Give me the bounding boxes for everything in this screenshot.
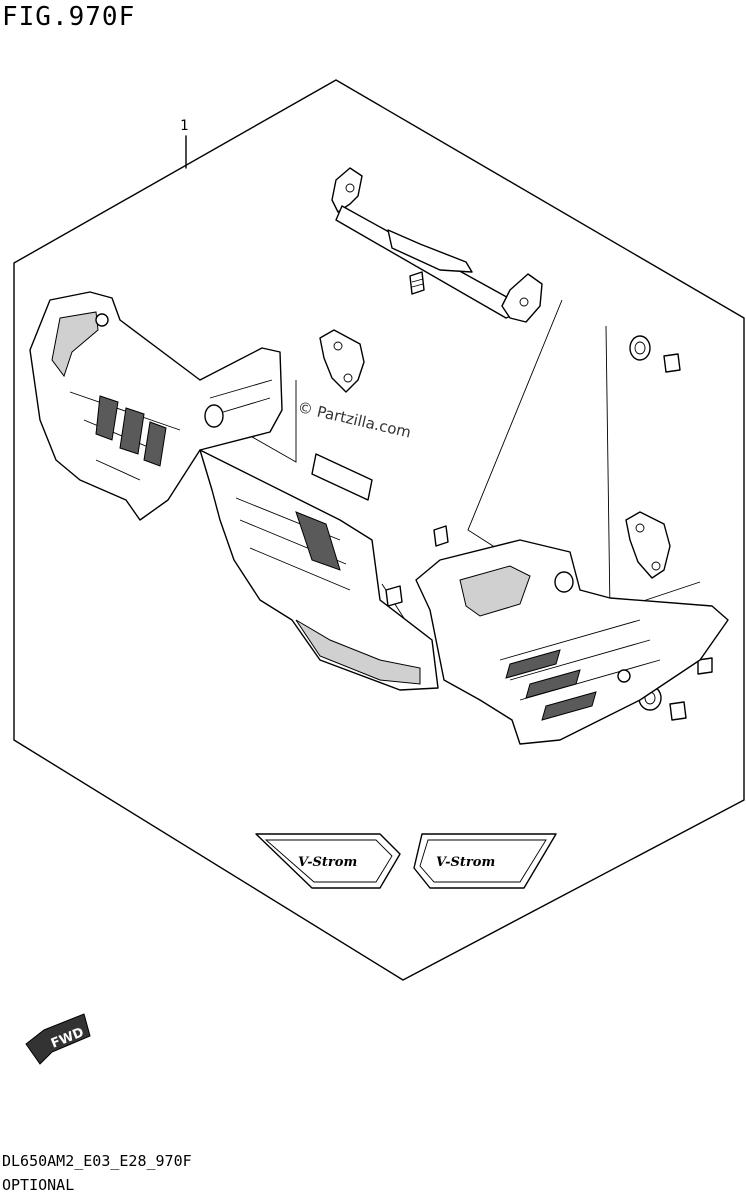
footer-optional-note: OPTIONAL (2, 1176, 75, 1194)
bolt-top (409, 271, 425, 295)
skid-plate-left (199, 449, 439, 691)
kit-boundary-outline (13, 79, 745, 981)
emblem-left-text: V-Strom (298, 855, 357, 870)
mounting-bracket-right (625, 511, 671, 579)
mounting-bracket-upper (319, 329, 365, 393)
collar-upper (629, 335, 651, 361)
bolt-center-lower (385, 585, 403, 607)
emblem-left: V-Strom (255, 833, 401, 889)
emblem-right-text: V-Strom (436, 855, 495, 870)
bolt-right-upper (663, 353, 681, 373)
support-bar-bracket (331, 167, 543, 323)
bolt-center-upper (433, 525, 449, 547)
bolt-right-lower (669, 701, 687, 721)
callout-label-1: 1 (180, 118, 189, 134)
emblem-right: V-Strom (413, 833, 557, 889)
engine-guard-right (415, 539, 729, 745)
plate-pad (311, 453, 373, 501)
engine-guard-left (29, 291, 283, 521)
figure-title: FIG.970F (2, 2, 136, 32)
forward-arrow-icon: FWD (25, 1013, 91, 1065)
guide-line-left (239, 380, 297, 463)
footer-diagram-code: DL650AM2_E03_E28_970F (2, 1152, 192, 1170)
bolt-right-mid (697, 657, 713, 675)
